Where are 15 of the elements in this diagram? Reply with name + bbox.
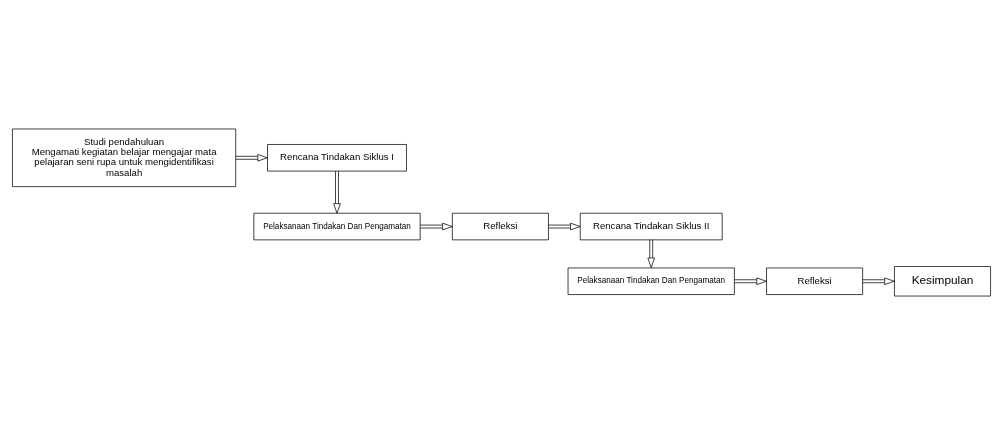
arrow <box>647 239 655 268</box>
node-box: Rencana Tindakan Siklus I <box>267 144 407 172</box>
arrow <box>548 222 581 231</box>
arrow <box>333 170 341 214</box>
node-box: Refleksi <box>451 212 549 241</box>
node-box: Pelaksanaan Tindakan Dan Pengamatan <box>567 267 735 295</box>
node-box: Kesimpulan <box>894 266 991 297</box>
arrow <box>734 277 767 285</box>
arrow <box>235 154 268 162</box>
node-box: Refleksi <box>766 267 864 295</box>
arrow <box>862 277 895 285</box>
node-box: Studi pendahuluan Mengamati kegiatan belajar mengajar mata pelajaran seni rupa untuk mengidentifikasi masalah <box>12 128 237 187</box>
arrow <box>419 222 453 231</box>
node-box: Rencana Tindakan Siklus II <box>579 212 723 241</box>
node-box: Pelaksanaan Tindakan Dan Pengamatan <box>253 212 421 241</box>
